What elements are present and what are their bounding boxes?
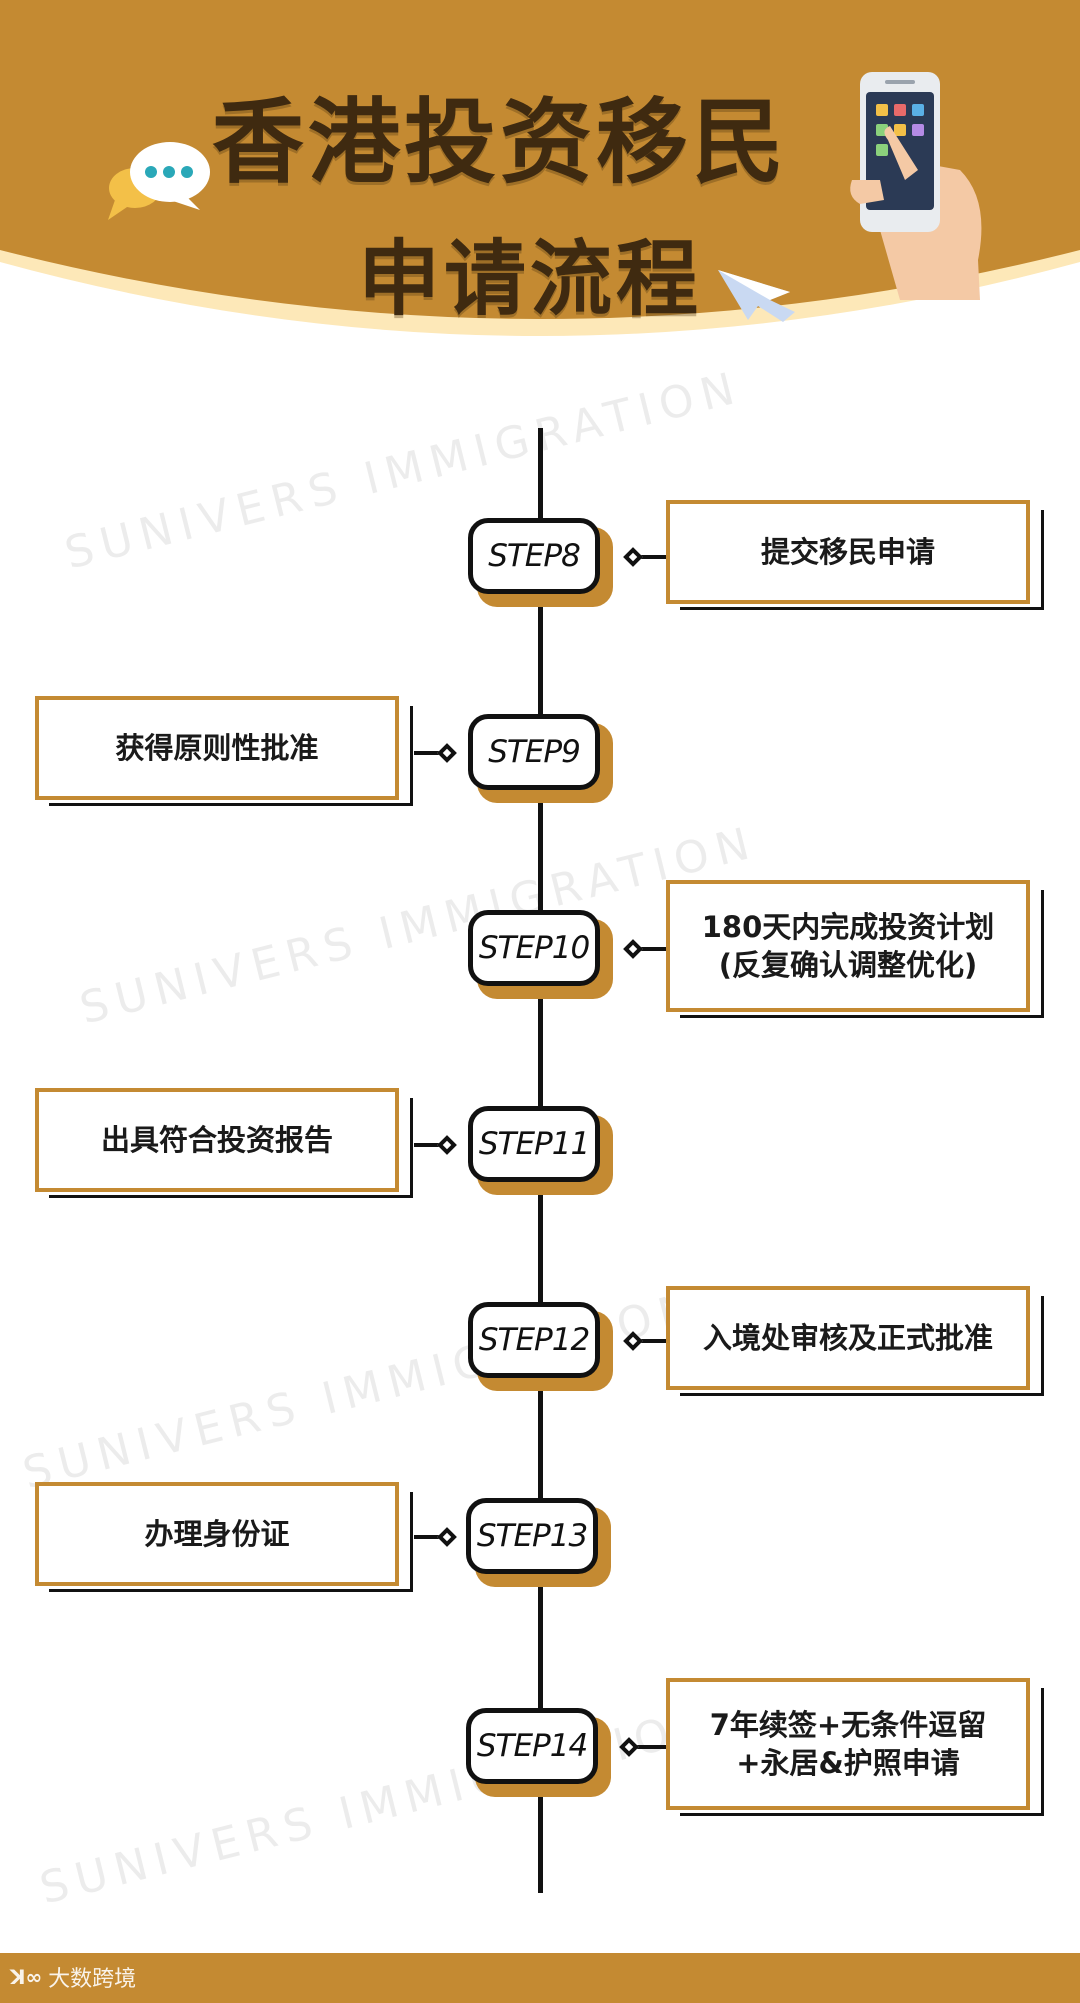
step-badge: STEP11 <box>468 1106 613 1195</box>
step-card: 办理身份证 <box>35 1482 415 1592</box>
step-card: 提交移民申请 <box>666 500 1046 610</box>
header-banner: 香港投资移民 申请流程 <box>0 0 1080 400</box>
step-description: 180天内完成投资计划 <box>701 910 995 944</box>
watermark-text: SUNIVERS IMMIGRATION <box>75 816 762 1035</box>
footer-brand: ꓘ∞ 大数跨境 <box>10 1961 136 1993</box>
connector-line <box>624 1745 666 1749</box>
hand-phone-icon <box>850 72 982 300</box>
step-description: 7年续签+无条件逗留 <box>709 1708 987 1742</box>
page-title: 香港投资移民 <box>211 89 788 196</box>
step-description: 提交移民申请 <box>760 535 935 569</box>
step-card: 180天内完成投资计划 (反复确认调整优化) <box>666 880 1046 1018</box>
step-description: 获得原则性批准 <box>115 731 319 765</box>
brand-logo-icon: ꓘ∞ <box>10 1965 43 1989</box>
footer-bar: ꓘ∞ 大数跨境 <box>0 1953 1080 2003</box>
step-description-note: +永居&护照申请 <box>736 1746 960 1780</box>
step-description: 办理身份证 <box>144 1517 290 1551</box>
step-badge: STEP13 <box>466 1498 611 1587</box>
step-label: STEP14 <box>466 1708 598 1784</box>
step-label: STEP10 <box>468 910 600 986</box>
header-background <box>0 0 1080 336</box>
brand-name: 大数跨境 <box>48 1967 137 1992</box>
step-card: 出具符合投资报告 <box>35 1088 415 1198</box>
connector-diamond <box>623 939 643 959</box>
step-badge: STEP14 <box>466 1708 611 1797</box>
connector-line <box>414 751 454 755</box>
connector-line <box>626 1339 666 1343</box>
step-description: 入境处审核及正式批准 <box>702 1321 993 1355</box>
connector-line <box>414 1535 454 1539</box>
step-label: STEP12 <box>468 1302 600 1378</box>
cursor-arrow-icon <box>718 270 795 322</box>
connector-diamond <box>437 743 457 763</box>
watermark-text: SUNIVERS IMMIGRATION <box>35 1696 722 1915</box>
step-badge: STEP12 <box>468 1302 613 1391</box>
step-card: 7年续签+无条件逗留 +永居&护照申请 <box>666 1678 1046 1816</box>
connector-line <box>414 1143 454 1147</box>
step-badge: STEP8 <box>468 518 613 607</box>
connector-diamond <box>623 547 643 567</box>
step-description: 出具符合投资报告 <box>100 1123 333 1157</box>
step-badge: STEP10 <box>468 910 613 999</box>
step-card: 入境处审核及正式批准 <box>666 1286 1046 1396</box>
step-description-note: (反复确认调整优化) <box>718 948 978 982</box>
page-subtitle: 申请流程 <box>357 232 702 327</box>
step-label: STEP9 <box>468 714 600 790</box>
connector-line <box>626 947 666 951</box>
step-badge: STEP9 <box>468 714 613 803</box>
step-label: STEP13 <box>466 1498 598 1574</box>
chat-bubbles-icon <box>108 142 210 220</box>
step-card: 获得原则性批准 <box>35 696 415 806</box>
connector-diamond <box>437 1527 457 1547</box>
step-label: STEP11 <box>468 1106 600 1182</box>
connector-line <box>626 555 666 559</box>
step-label: STEP8 <box>468 518 600 594</box>
connector-diamond <box>437 1135 457 1155</box>
